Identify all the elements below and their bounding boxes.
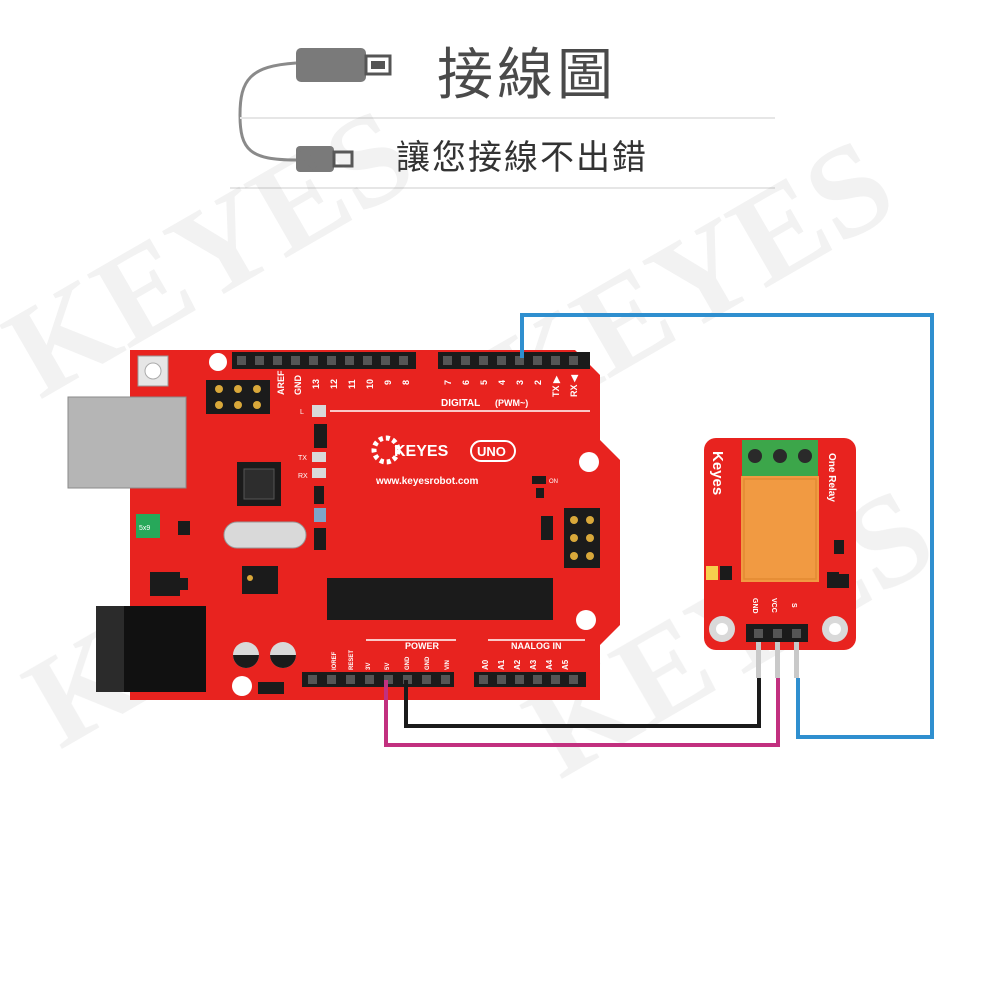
pin-label-0: RX ◀ [569, 374, 579, 397]
keyes-logo: KEYES UNO www.keyesrobot.com [371, 435, 516, 487]
usb-cable-icon [238, 48, 392, 172]
pin-label-13: 13 [311, 379, 321, 389]
pin-label-3v: 3V [366, 663, 372, 670]
pin-label-1: TX ▶ [551, 375, 561, 397]
icsp-header-right [564, 508, 600, 568]
pin-label-gnd2: GND [425, 656, 431, 670]
pin-label-10: 10 [365, 379, 375, 389]
led-label-tx: TX [298, 455, 307, 462]
pin-label-aref: AREF [276, 370, 286, 395]
green-component [136, 514, 160, 538]
board-url: www.keyesrobot.com [375, 476, 479, 487]
board-model: UNO [477, 444, 506, 459]
digital-label: DIGITAL [441, 398, 480, 409]
pin-label-a3: A3 [529, 659, 538, 670]
pin-label-9: 9 [383, 380, 393, 385]
pin-label-6: 6 [461, 380, 471, 385]
relay-module: Keyes One Relay GND VCC S [704, 438, 856, 678]
relay-name: One Relay [826, 453, 837, 502]
pin-label-5: 5 [479, 380, 489, 385]
pin-label-ioref: IOREF [332, 651, 338, 670]
pwm-label: (PWM~) [495, 398, 528, 408]
usb-port [67, 396, 187, 489]
capacitors [233, 642, 296, 668]
relay-body [741, 476, 819, 582]
pin-label-3: 3 [515, 380, 525, 385]
wire-5v [384, 678, 780, 747]
pin-label-11: 11 [347, 379, 357, 389]
reset-button [137, 355, 169, 387]
wire-signal [520, 313, 934, 739]
pin-label-a2: A2 [513, 659, 522, 670]
page-subtitle: 讓您接線不出錯 [396, 138, 648, 178]
pin-label-reset: RESET [349, 650, 355, 670]
pin-label-5v: 5V [385, 663, 391, 670]
relay-pin-label-s: S [790, 603, 797, 608]
led-label-l: L [300, 409, 304, 416]
digital-header [232, 352, 590, 369]
relay-pin-label-vcc: VCC [770, 598, 777, 613]
microcontroller-chip [327, 578, 553, 620]
power-label: POWER [405, 641, 440, 651]
icsp-header-top [206, 380, 270, 414]
pin-label-7: 7 [443, 380, 453, 385]
page-title: 接線圖 [437, 43, 617, 108]
relay-brand: Keyes [709, 451, 726, 495]
pin-label-a5: A5 [561, 659, 570, 670]
analog-label: NAALOG IN [511, 641, 562, 651]
crystal [223, 521, 307, 549]
on-label: ON [549, 479, 558, 485]
led-label-rx: RX [298, 473, 308, 480]
pin-label-vin: VIN [445, 660, 451, 670]
power-header [302, 672, 454, 687]
arduino-board: AREF GND 13 12 11 10 9 8 7 6 5 4 3 2 TX … [67, 350, 620, 700]
component-badge: 5x9 [139, 525, 150, 532]
board-brand: KEYES [394, 443, 449, 460]
pin-label-a4: A4 [545, 659, 554, 670]
pin-label-gnd: GND [293, 375, 303, 396]
pin-label-12: 12 [329, 379, 339, 389]
pin-label-4: 4 [497, 380, 507, 385]
analog-header [474, 672, 586, 687]
pin-label-gnd1: GND [405, 656, 411, 670]
pin-label-a0: A0 [481, 659, 490, 670]
wire-gnd [404, 678, 761, 728]
pin-label-a1: A1 [497, 659, 506, 670]
pin-label-8: 8 [401, 380, 411, 385]
relay-pin-label-gnd: GND [751, 598, 758, 614]
pin-label-2: 2 [533, 380, 543, 385]
